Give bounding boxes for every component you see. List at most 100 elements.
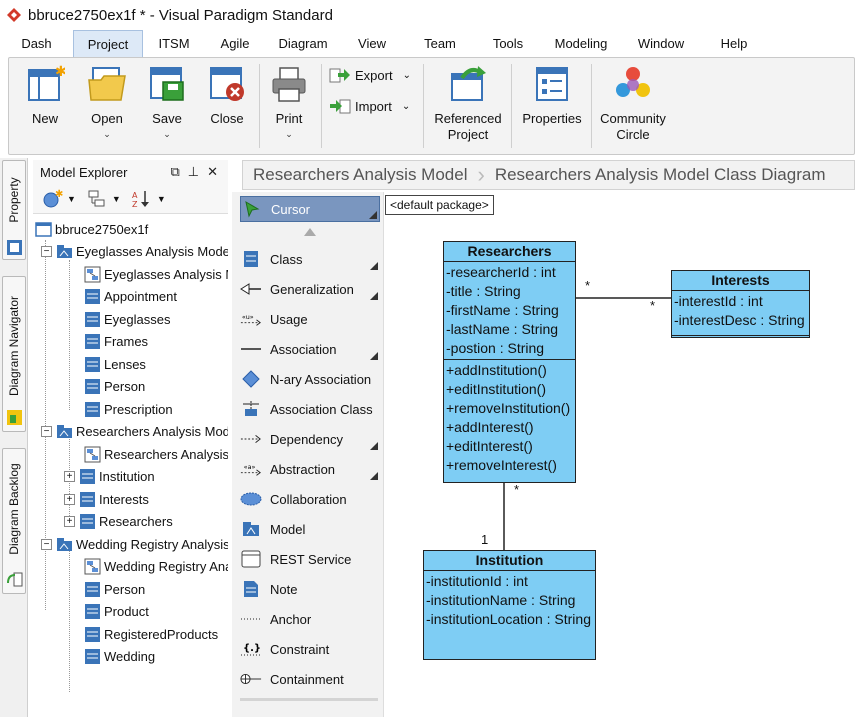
class-attribute[interactable]: -lastName : String	[446, 321, 559, 337]
menu-tab-agile[interactable]: Agile	[220, 36, 250, 51]
class-interests[interactable]: Interests -interestId : int-interestDesc…	[671, 270, 810, 338]
palette-constraint[interactable]: {.}Constraint	[240, 636, 380, 662]
tree-item[interactable]: bbruce2750ex1f	[35, 220, 148, 239]
print-dropdown-icon[interactable]: ⌄	[285, 129, 293, 139]
menu-tab-diagram[interactable]: Diagram	[278, 36, 328, 51]
properties-button[interactable]: Properties	[517, 64, 587, 127]
view-options-icon[interactable]	[86, 189, 108, 209]
close-button[interactable]: Close	[199, 64, 255, 127]
open-dropdown-icon[interactable]: ⌄	[103, 129, 111, 139]
class-operation[interactable]: +addInstitution()	[446, 362, 547, 378]
palette-collaboration[interactable]: Collaboration	[240, 486, 380, 512]
tree-item[interactable]: +Interests	[64, 489, 149, 509]
import-dropdown-icon[interactable]: ⌄	[401, 100, 411, 112]
palette-n-ary-association[interactable]: N-ary Association	[240, 366, 380, 392]
more-options-icon[interactable]	[370, 352, 378, 360]
expand-icon[interactable]: +	[64, 471, 75, 482]
more-options-icon[interactable]	[370, 262, 378, 270]
tree-item[interactable]: −Wedding Registry Analysis Model	[41, 534, 228, 554]
collapse-icon[interactable]: −	[41, 426, 52, 437]
export-dropdown-icon[interactable]: ⌄	[402, 69, 411, 81]
tree-item[interactable]: Prescription	[84, 399, 173, 419]
palette-generalization[interactable]: Generalization	[240, 276, 380, 302]
tree-item[interactable]: RegisteredProducts	[84, 624, 218, 644]
class-attribute[interactable]: -institutionId : int	[426, 573, 528, 589]
tree-item[interactable]: Eyeglasses Analysis Model Class Diagram	[84, 264, 228, 284]
new-button[interactable]: ✱ New	[17, 64, 73, 127]
palette-association[interactable]: Association	[240, 336, 380, 362]
tree-item[interactable]: Wedding	[84, 647, 155, 667]
menu-tab-dash[interactable]: Dash	[21, 36, 52, 51]
menu-tab-modeling[interactable]: Modeling	[554, 36, 608, 51]
menu-tab-project[interactable]: Project	[73, 30, 143, 57]
tree-item[interactable]: Appointment	[84, 287, 177, 307]
save-button[interactable]: Save ⌄	[139, 64, 195, 139]
close-panel-icon[interactable]: ✕	[207, 164, 218, 179]
class-attribute[interactable]: -firstName : String	[446, 302, 559, 318]
tree-item[interactable]: Frames	[84, 332, 148, 352]
menu-tab-itsm[interactable]: ITSM	[158, 36, 190, 51]
menu-tab-window[interactable]: Window	[637, 36, 685, 51]
palette-cursor[interactable]: Cursor	[240, 196, 380, 222]
palette-dependency[interactable]: Dependency	[240, 426, 380, 452]
palette-anchor[interactable]: Anchor	[240, 606, 380, 632]
property-tab[interactable]: Property	[2, 160, 26, 260]
expand-icon[interactable]: +	[64, 493, 75, 505]
new-model-dropdown-icon[interactable]: ▼	[67, 193, 76, 204]
class-operation[interactable]: +removeInterest()	[446, 457, 557, 473]
tree-item[interactable]: Lenses	[84, 354, 146, 374]
palette-rest-service[interactable]: REST Service	[240, 546, 380, 572]
tree-item[interactable]: −Eyeglasses Analysis Model	[41, 242, 228, 262]
sort-dropdown-icon[interactable]: ▼	[156, 193, 166, 204]
palette-model[interactable]: Model	[240, 516, 380, 542]
tree-item[interactable]: Wedding Registry Analysis Model Class Di…	[84, 557, 228, 577]
menu-tab-team[interactable]: Team	[424, 36, 456, 51]
menu-tab-help[interactable]: Help	[720, 36, 748, 51]
more-options-icon[interactable]	[370, 292, 378, 300]
class-attribute[interactable]: -researcherId : int	[446, 264, 556, 280]
tree-item[interactable]: Person	[84, 579, 145, 599]
breadcrumb-item-model[interactable]: Researchers Analysis Model	[253, 165, 468, 184]
palette-association-class[interactable]: Association Class	[240, 396, 380, 422]
tree-item[interactable]: Researchers Analysis Model Class Diagram	[84, 444, 228, 464]
more-options-icon[interactable]	[370, 442, 378, 450]
collapse-icon[interactable]: −	[41, 538, 52, 550]
class-institution[interactable]: Institution -institutionId : int-institu…	[423, 550, 596, 660]
class-attribute[interactable]: -interestDesc : String	[674, 312, 805, 328]
tree-item[interactable]: Eyeglasses	[84, 309, 170, 329]
new-model-icon[interactable]: ✱	[41, 189, 63, 209]
palette-class[interactable]: Class	[240, 246, 380, 272]
palette-usage[interactable]: «u»Usage	[240, 306, 380, 332]
menu-tab-view[interactable]: View	[358, 36, 386, 51]
tree-item[interactable]: −Researchers Analysis Model	[41, 422, 228, 442]
import-button[interactable]: Import ⌄	[329, 94, 410, 118]
class-attribute[interactable]: -institutionName : String	[426, 592, 576, 608]
palette-abstraction[interactable]: «a»Abstraction	[240, 456, 380, 482]
menu-tab-tools[interactable]: Tools	[492, 36, 524, 51]
collapse-icon[interactable]: −	[41, 246, 52, 257]
tree-item[interactable]: +Researchers	[64, 512, 173, 532]
class-attribute[interactable]: -interestId : int	[674, 293, 763, 309]
expand-icon[interactable]: +	[64, 516, 75, 527]
class-attribute[interactable]: -postion : String	[446, 340, 545, 356]
diagram-navigator-tab[interactable]: Diagram Navigator	[2, 276, 26, 432]
sort-icon[interactable]: A Z	[131, 189, 153, 209]
palette-containment[interactable]: Containment	[240, 666, 380, 692]
view-options-dropdown-icon[interactable]: ▼	[111, 193, 121, 204]
breadcrumb-item-diagram[interactable]: Researchers Analysis Model Class Diagram	[494, 165, 826, 184]
class-attribute[interactable]: -institutionLocation : String	[426, 611, 591, 627]
more-options-icon[interactable]	[370, 472, 378, 480]
class-researchers[interactable]: Researchers -researcherId : int-title : …	[443, 241, 576, 483]
open-button[interactable]: Open ⌄	[79, 64, 135, 139]
diagram-canvas[interactable]: <default package> Researchers -researche…	[385, 192, 855, 717]
palette-note[interactable]: Note	[240, 576, 380, 602]
save-dropdown-icon[interactable]: ⌄	[163, 129, 171, 139]
export-button[interactable]: Export ⌄	[329, 63, 411, 87]
class-operation[interactable]: +addInterest()	[446, 419, 534, 435]
more-options-icon[interactable]	[369, 211, 377, 219]
tree-item[interactable]: +Institution	[64, 467, 155, 487]
tree-item[interactable]: Product	[84, 602, 149, 622]
tree-item[interactable]: Person	[84, 377, 145, 397]
class-operation[interactable]: +removeInstitution()	[446, 400, 571, 416]
print-button[interactable]: Print ⌄	[261, 64, 317, 139]
